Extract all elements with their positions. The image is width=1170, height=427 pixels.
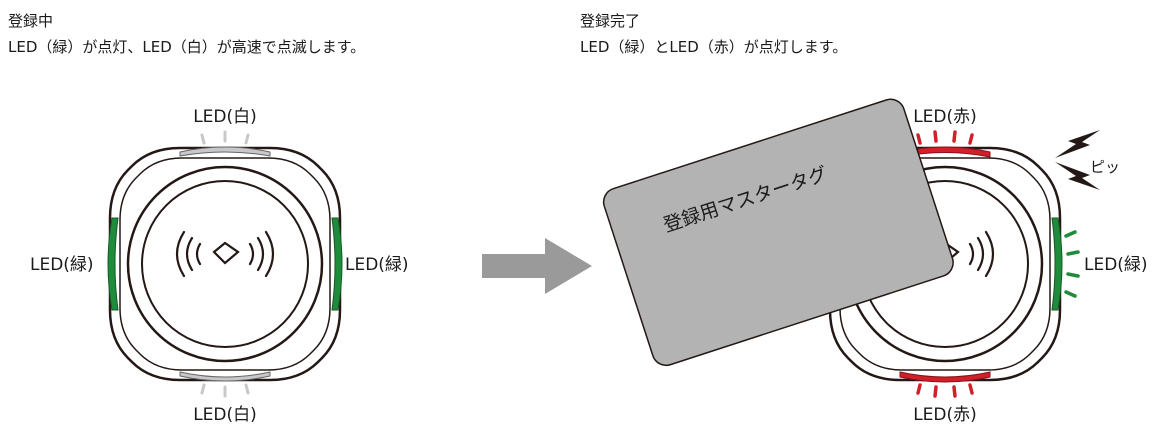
right-description: LED（緑）とLED（赤）が点灯します。: [580, 38, 848, 56]
right-led-red-bottom: [899, 371, 991, 383]
left-label-left: LED(緑): [30, 255, 94, 275]
left-title: 登録中: [8, 12, 54, 30]
right-light-rays-top: [916, 130, 974, 145]
left-label-bottom: LED(白): [193, 405, 257, 425]
left-led-white-top: [179, 146, 271, 157]
left-led-green-left: [107, 217, 119, 311]
left-led-white-bottom: [179, 371, 271, 382]
left-blink-rays-top: [200, 130, 250, 145]
right-reader: 登録用マスタータグ ピッ LED(赤) LED(赤) LED(緑): [602, 98, 1148, 425]
right-led-red-top: [899, 146, 991, 158]
beep-text: ピッ: [1090, 158, 1120, 176]
left-blink-rays-bottom: [200, 383, 250, 398]
left-reader-inner-bevel: [119, 157, 331, 371]
master-tag-card: 登録用マスタータグ: [602, 98, 954, 367]
right-light-rays-green: [1064, 230, 1080, 298]
left-description: LED（緑）が点灯、LED（白）が高速で点滅します。: [8, 38, 366, 56]
right-label-right: LED(緑): [1084, 255, 1148, 275]
right-label-bottom: LED(赤): [913, 405, 977, 425]
right-led-green-right: [1051, 217, 1063, 311]
left-reader: LED(白) LED(白) LED(緑) LED(緑): [30, 107, 409, 425]
beep-signal-icon: [1055, 130, 1100, 190]
transition-arrow: [482, 238, 592, 294]
left-led-green-right: [331, 217, 343, 311]
right-label-top: LED(赤): [913, 107, 977, 127]
right-light-rays-bottom: [916, 383, 974, 398]
left-nfc-icon: [175, 230, 275, 278]
right-title: 登録完了: [580, 12, 641, 30]
left-label-top: LED(白): [193, 107, 257, 127]
left-label-right: LED(緑): [345, 255, 409, 275]
